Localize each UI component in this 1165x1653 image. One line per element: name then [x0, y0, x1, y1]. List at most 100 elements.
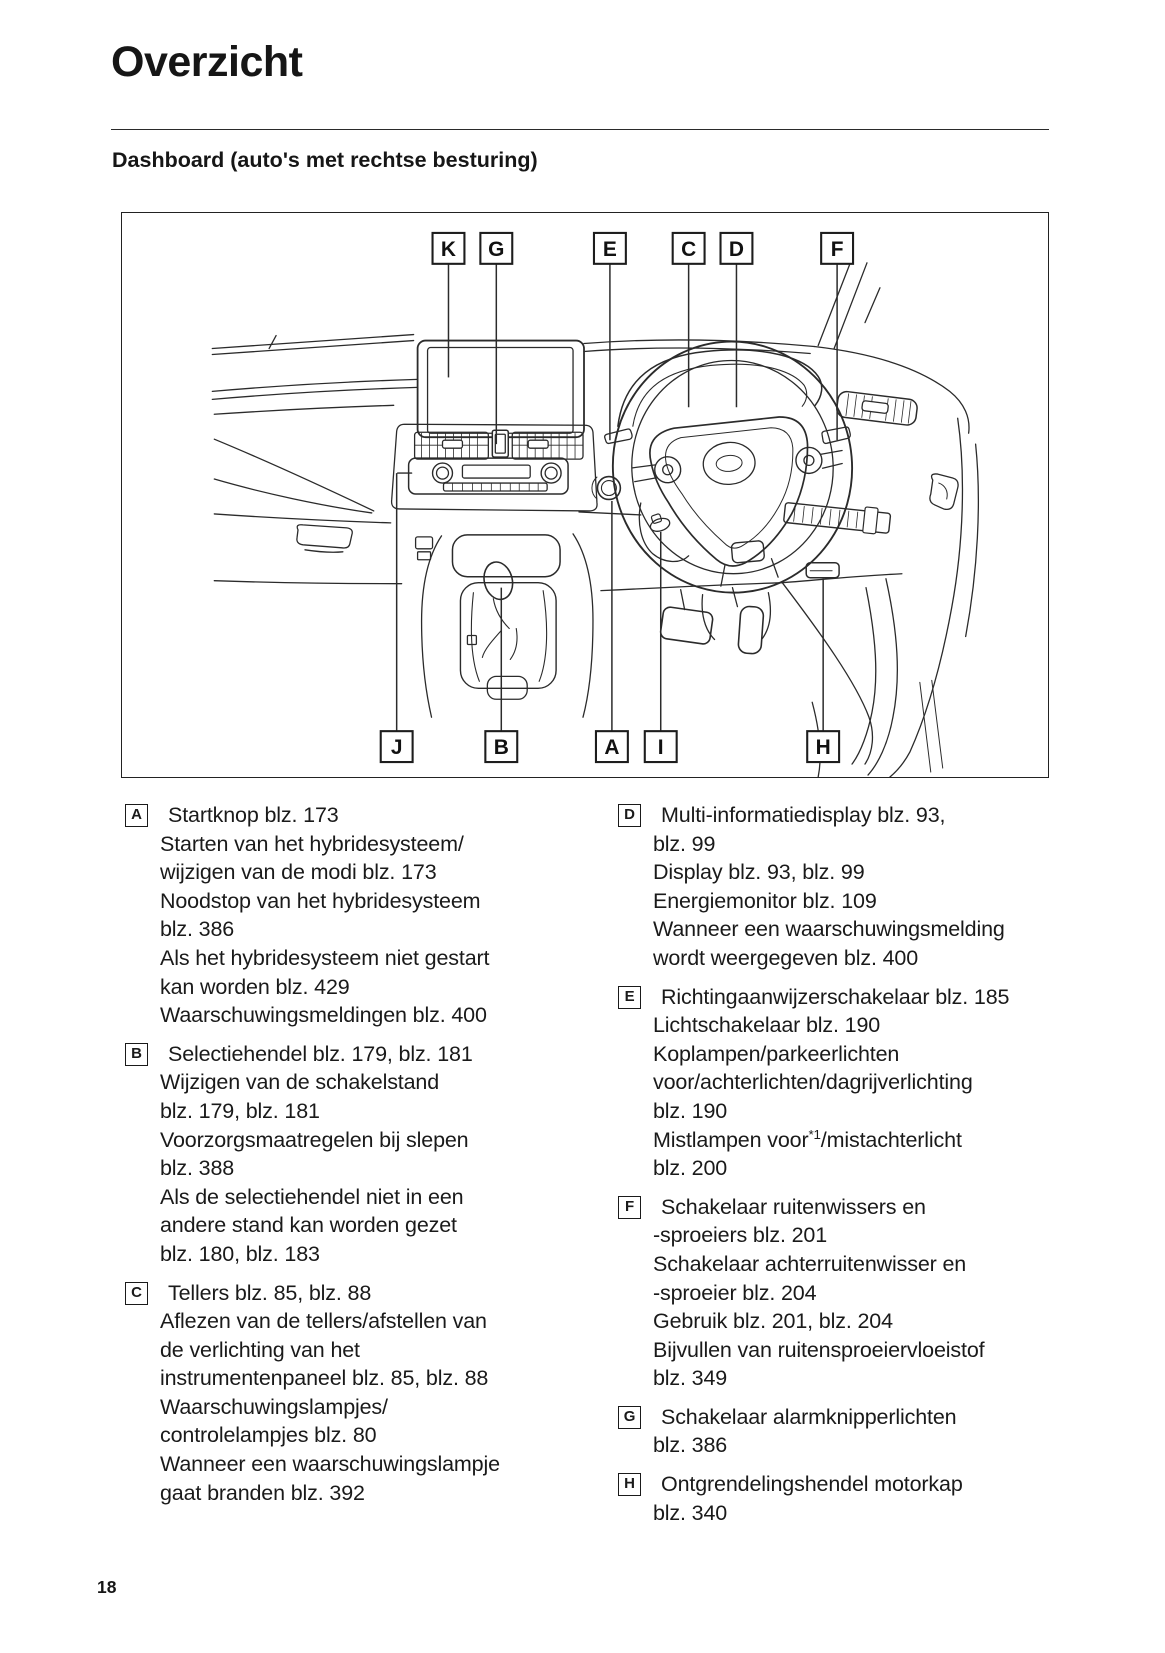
dash-right-area — [583, 260, 979, 777]
callout-letter-B: B — [494, 736, 509, 759]
steering-wheel — [611, 340, 854, 594]
legend-letter-box-A: A — [125, 804, 148, 827]
legend-section-title: Tellers blz. 85, blz. 88 — [168, 1280, 372, 1305]
legend-section-line: kan worden blz. 429 — [160, 974, 350, 999]
title-rule — [111, 129, 1049, 130]
center-stack — [390, 339, 642, 516]
legend-section-line: Aflezen van de tellers/afstellen van — [160, 1309, 487, 1334]
legend-section-line: blz. 99 — [653, 831, 716, 856]
shift-lever-knob — [483, 561, 514, 601]
callout-letter-J: J — [391, 736, 403, 759]
legend-section-line: Gebruik blz. 201, blz. 204 — [653, 1309, 893, 1334]
audio-knob-left — [431, 462, 454, 484]
legend-section-line: blz. 386 — [653, 1433, 728, 1458]
legend-section-line: wordt weergegeven blz. 400 — [653, 945, 919, 970]
legend-section-line: Bijvullen van ruitensproeiervloeistof — [653, 1337, 985, 1362]
legend-section-line: Schakelaar achterruitenwisser en — [653, 1251, 967, 1276]
callout-letter-H: H — [816, 736, 831, 759]
turn-signal-stalk — [604, 428, 633, 445]
callout-box-C — [671, 231, 706, 265]
legend-section-line: Wanneer een waarschuwingslampje — [160, 1452, 500, 1477]
legend-section-line: Lichtschakelaar blz. 190 — [653, 1013, 881, 1038]
callout-box-K — [431, 231, 466, 265]
accelerator-pedal — [737, 605, 765, 655]
ignition-area-knob — [649, 513, 671, 532]
touchscreen — [416, 339, 585, 439]
legend-section-line: Voorzorgsmaatregelen bij slepen — [160, 1127, 469, 1152]
legend-section-line: Mistlampen voor*1/mistachterlicht — [653, 1126, 962, 1152]
audio-panel — [407, 457, 569, 495]
legend-section-line: Starten van het hybridesysteem/ — [160, 831, 464, 856]
callout-letter-D: D — [729, 238, 744, 261]
legend-section-line: -sproeier blz. 204 — [653, 1280, 817, 1305]
callout-box-F — [820, 231, 855, 265]
legend-section-line: blz. 386 — [160, 917, 235, 942]
callout-box-B — [484, 730, 519, 764]
legend-section-line: Als de selectiehendel niet in een — [160, 1184, 464, 1209]
callout-box-E — [592, 231, 627, 265]
steering-column-stalks — [604, 426, 851, 641]
callout-box-D — [719, 231, 754, 265]
callout-letter-F: F — [831, 238, 844, 261]
legend-section-line: blz. 388 — [160, 1156, 235, 1181]
legend-section-line: Wanneer een waarschuwingsmelding — [653, 917, 1005, 942]
legend-section-line: blz. 179, blz. 181 — [160, 1098, 320, 1123]
door-handle — [929, 473, 959, 511]
legend-section-line: blz. 180, blz. 183 — [160, 1241, 320, 1266]
legend-section-title: Multi-informatiedisplay blz. 93, — [661, 803, 946, 827]
a-pillar — [817, 260, 881, 350]
legend-section-line: blz. 340 — [653, 1500, 728, 1525]
legend-section-line: Display blz. 93, blz. 99 — [653, 860, 865, 885]
side-air-vent — [836, 390, 918, 426]
legend-right-column: D Multi-informatiedisplay blz. 93, blz. 99… — [618, 801, 1058, 1537]
page-number: 18 — [97, 1577, 117, 1597]
legend-section-line: blz. 190 — [653, 1098, 728, 1123]
callout-letter-K: K — [441, 238, 456, 261]
legend-section-line: instrumentenpaneel blz. 85, blz. 88 — [160, 1366, 489, 1391]
legend-section-title: Schakelaar alarmknipperlichten — [661, 1404, 957, 1429]
section-subtitle: Dashboard (auto's met rechtse besturing) — [112, 148, 538, 172]
trim-strip — [783, 502, 892, 535]
legend-section-line: Wijzigen van de schakelstand — [160, 1070, 440, 1095]
dash-left-area — [211, 333, 419, 585]
legend-letter-box-H: H — [618, 1473, 641, 1497]
legend-letter-box-E: E — [618, 985, 641, 1009]
callout-letter-A: A — [604, 736, 619, 759]
legend-section-line: blz. 200 — [653, 1156, 728, 1181]
lower-dash-pedals — [600, 562, 903, 777]
legend-section-H: H Ontgrendelingshendel motorkap blz. 340 — [618, 1470, 1058, 1527]
airbag-pad — [649, 416, 809, 567]
legend-section-line: controlelampjes blz. 80 — [160, 1423, 377, 1448]
instrument-cluster-hood — [617, 349, 823, 427]
right-vent-tab — [527, 439, 549, 449]
legend-letter-box-F: F — [618, 1195, 641, 1219]
legend-section-line: Energiemonitor blz. 109 — [653, 888, 877, 913]
legend-section-title: Ontgrendelingshendel motorkap — [661, 1472, 963, 1497]
brake-pedal — [659, 606, 714, 645]
legend-section-line: -sproeiers blz. 201 — [653, 1223, 828, 1248]
legend-section-line: Als het hybridesysteem niet gestart — [160, 945, 490, 970]
callout-letter-I: I — [658, 736, 664, 759]
legend-section-D: D Multi-informatiedisplay blz. 93, blz. 99… — [618, 801, 1058, 973]
callout-box-I — [643, 730, 678, 764]
audio-knob-right — [540, 462, 562, 484]
legend-letter-box-C: C — [125, 1281, 148, 1305]
legend-letter-box-D: D — [618, 804, 641, 827]
legend-section-line: Waarschuwingslampjes/ — [160, 1394, 388, 1419]
callout-box-G — [479, 231, 514, 265]
legend-section-line: Waarschuwingsmeldingen blz. 400 — [160, 1003, 487, 1028]
hood-release-lever — [805, 562, 840, 579]
callout-letter-C: C — [681, 238, 696, 261]
legend-section-line: blz. 349 — [653, 1366, 728, 1391]
callout-box-J — [379, 730, 414, 764]
legend-section-line: Noodstop van het hybridesysteem — [160, 888, 481, 913]
callout-letter-E: E — [603, 238, 617, 261]
